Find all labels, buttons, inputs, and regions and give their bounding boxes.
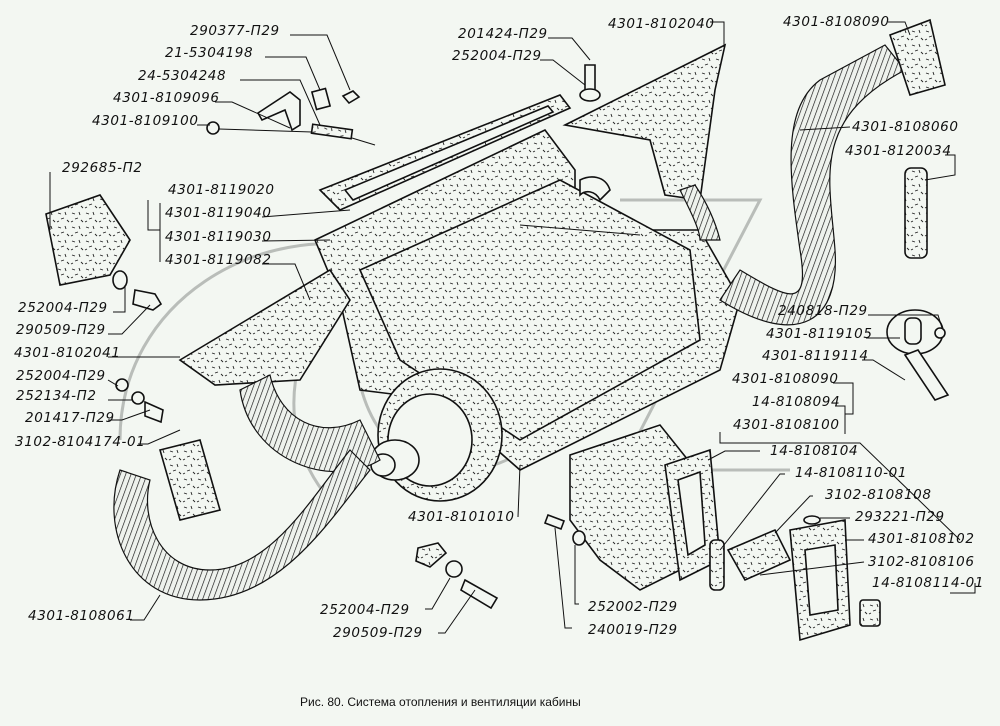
part-label: 290509-П29 xyxy=(16,322,106,338)
part-label: 293221-П29 xyxy=(855,509,945,525)
part-label: 3102-8104174-01 xyxy=(15,434,145,450)
part-label: 4301-8108100 xyxy=(733,417,840,433)
part-label: 14-8108094 xyxy=(752,394,840,410)
part-label: 240818-П29 xyxy=(778,303,868,319)
part-label: 252004-П29 xyxy=(320,602,410,618)
part-label: 240019-П29 xyxy=(588,622,678,638)
left-air-duct xyxy=(113,268,381,601)
part-label: 4301-8108102 xyxy=(868,531,975,547)
part-label: 201424-П29 xyxy=(458,26,548,42)
flap-box-assembly xyxy=(569,424,881,642)
part-label: 21-5304198 xyxy=(165,45,253,61)
fan-motor xyxy=(370,368,503,502)
part-label: 14-8108110-01 xyxy=(795,465,907,481)
part-label: 4301-8119105 xyxy=(766,326,873,342)
part-label: 4301-8109100 xyxy=(92,113,199,129)
part-label: 4301-8119082 xyxy=(165,252,272,268)
part-label: 4301-8119030 xyxy=(165,229,272,245)
part-label: 252004-П29 xyxy=(18,300,108,316)
part-label: 4301-8101010 xyxy=(408,509,515,525)
part-label: 14-8108114-01 xyxy=(872,575,984,591)
part-label: 252004-П29 xyxy=(16,368,106,384)
part-label: 4301-8108060 xyxy=(852,119,959,135)
part-label: 24-5304248 xyxy=(138,68,226,84)
part-label: 4301-8119020 xyxy=(168,182,275,198)
gasket-frame xyxy=(318,94,572,211)
part-label: 252002-П29 xyxy=(588,599,678,615)
part-label: 4301-8108090 xyxy=(783,14,890,30)
part-label: 252134-П2 xyxy=(16,388,97,404)
part-label: 4301-8102040 xyxy=(608,16,715,32)
drain-tube-valve xyxy=(886,167,950,401)
part-label: 3102-8108106 xyxy=(868,554,975,570)
part-label: 4301-8108061 xyxy=(28,608,135,624)
figure-caption: Рис. 80. Система отопления и вентиляции … xyxy=(300,695,581,709)
part-label: 290377-П29 xyxy=(190,23,280,39)
part-label: 4301-8109096 xyxy=(113,90,220,106)
sensor-bracket xyxy=(206,87,376,146)
part-label: 4301-8119114 xyxy=(762,348,869,364)
leader-lines xyxy=(49,21,976,634)
part-label: 4301-8108090 xyxy=(732,371,839,387)
part-label: 4301-8119040 xyxy=(165,205,272,221)
part-label: 292685-П2 xyxy=(62,160,143,176)
part-label: 4301-8102041 xyxy=(14,345,121,361)
part-label: 3102-8108108 xyxy=(825,487,932,503)
right-air-duct xyxy=(562,18,946,326)
part-label: 4301-8120034 xyxy=(845,143,952,159)
part-label: 290509-П29 xyxy=(333,625,423,641)
fasteners xyxy=(45,64,601,610)
part-label: 252004-П29 xyxy=(452,48,542,64)
part-labels: 290377-П29 21-5304198 24-5304248 4301-81… xyxy=(14,14,984,641)
part-label: 14-8108104 xyxy=(770,443,858,459)
part-label: 201417-П29 xyxy=(25,410,115,426)
